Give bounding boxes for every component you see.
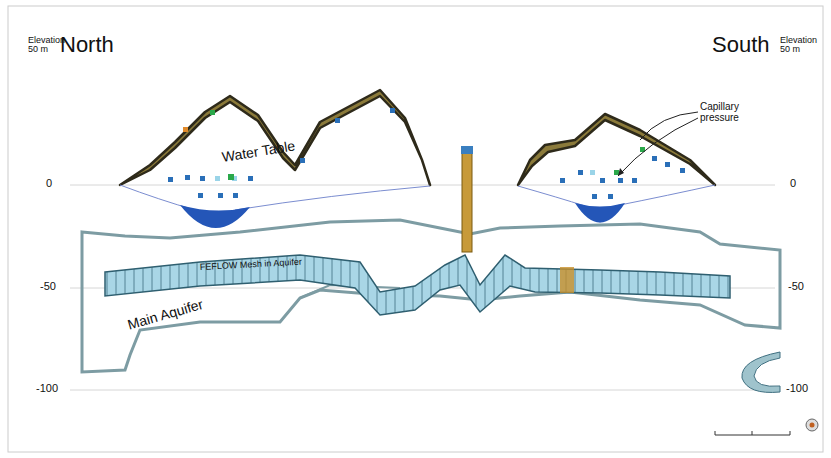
elevation-label: Elevation 50 m xyxy=(28,36,64,55)
callout-label: Capillary pressure xyxy=(700,102,758,123)
axis-tick: -50 xyxy=(40,281,56,293)
axis-tick: -100 xyxy=(786,383,808,395)
axis-tick: 0 xyxy=(46,178,52,190)
elevation-label: Elevation 50 m xyxy=(780,36,816,55)
axis-tick: 0 xyxy=(790,178,796,190)
axis-tick: -50 xyxy=(788,281,804,293)
axis-tick: -100 xyxy=(36,383,58,395)
direction-label: South xyxy=(712,33,770,56)
direction-label: North xyxy=(60,33,114,56)
